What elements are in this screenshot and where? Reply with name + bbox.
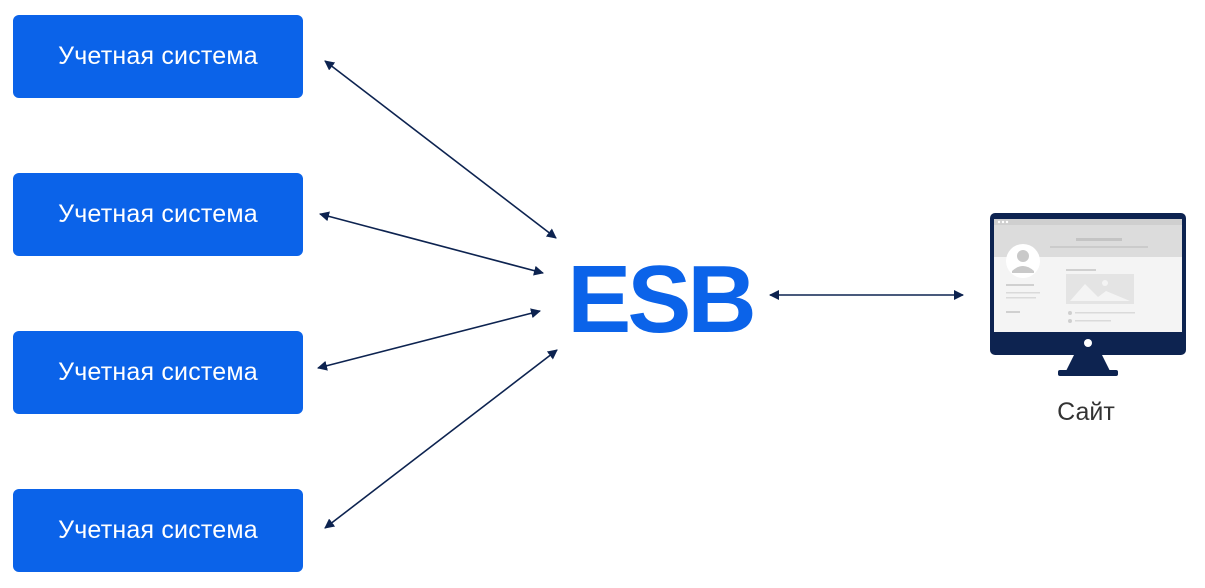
computer-monitor-icon	[990, 213, 1186, 376]
system-box-3-label: Учетная система	[58, 358, 258, 386]
system-box-4-label: Учетная система	[58, 516, 258, 544]
arrow-system-4-esb	[324, 349, 558, 529]
system-box-2: Учетная система	[13, 173, 303, 256]
site-label: Сайт	[1057, 398, 1115, 426]
arrow-system-1-esb	[324, 60, 557, 239]
system-box-3: Учетная система	[13, 331, 303, 414]
esb-hub: ESB	[560, 240, 760, 360]
arrow-system-3-esb	[317, 308, 541, 371]
esb-hub-label: ESB	[567, 246, 756, 353]
system-box-2-label: Учетная система	[58, 200, 258, 228]
system-box-1-label: Учетная система	[58, 42, 258, 70]
arrow-system-2-esb	[319, 211, 544, 276]
system-box-1: Учетная система	[13, 15, 303, 98]
system-box-4: Учетная система	[13, 489, 303, 572]
